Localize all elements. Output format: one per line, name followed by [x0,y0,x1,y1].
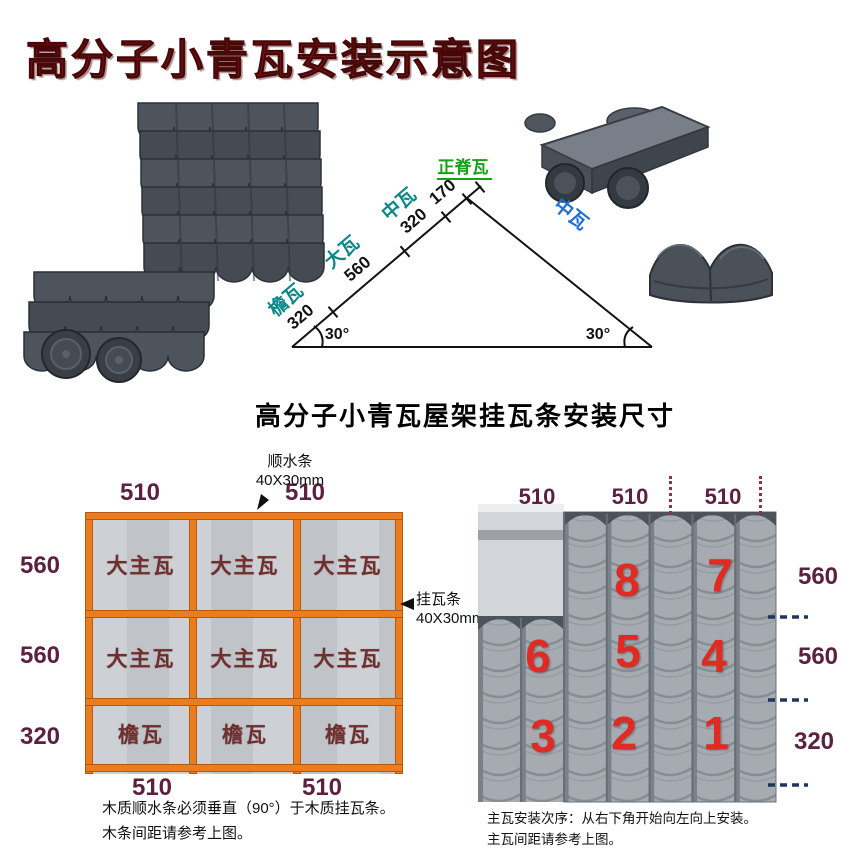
photo-dim-top: 510 [611,484,649,509]
cell-label: 大主瓦 [106,648,176,671]
photo-dim-right: 320 [793,728,835,755]
batten-grid-diagram: 大主瓦 大主瓦 大主瓦 大主瓦 大主瓦 大主瓦 檐瓦 檐瓦 檐瓦 [85,512,403,774]
page-title: 高分子小青瓦安装示意图 [25,36,522,84]
angle-label: 30° [586,326,610,343]
tile-photo [478,504,808,803]
arrow-down-left-icon [257,494,269,510]
ridge-tile-label: 正脊瓦 [438,157,489,177]
annotation-size: 40X30mm [416,610,485,627]
cell-label: 大主瓦 [313,555,383,578]
vertical-batten [189,512,197,774]
annotation-label: 顺水条 [267,453,313,470]
horizontal-batten [85,764,403,772]
eave-tile-image [23,271,215,383]
photo-dim-right: 560 [797,643,839,670]
cell-label: 大主瓦 [210,648,280,671]
photo-dim-top: 510 [704,484,742,509]
tile-mat-image [137,102,325,283]
order-number: 1 [703,707,729,759]
annotation-size: 40X30mm [255,472,325,489]
double-tile-image [649,243,773,304]
installation-diagram: 320 560 320 170 檐瓦 大瓦 中瓦 中瓦 正脊瓦 30° 30° [23,102,773,383]
order-number: 5 [615,625,641,677]
grid-dim-bottom: 510 [131,774,173,801]
grid-dim-bottom: 510 [301,774,343,801]
order-number: 4 [701,630,727,682]
order-number: 6 [525,630,551,682]
order-number: 7 [707,549,733,601]
dim-label: 170 [425,175,459,208]
order-number: 3 [530,710,556,762]
arrow-left-icon [400,598,414,610]
grid-note-line2: 木条间距请参考上图。 [102,825,253,842]
grid-dim-left: 560 [19,552,61,579]
grid-dim-left: 560 [19,642,61,669]
ridge-tile-image [524,105,711,209]
annotation-label: 挂瓦条 [416,591,462,608]
vertical-batten [293,512,301,774]
photo-dim-top: 510 [518,484,556,509]
order-number: 8 [614,554,640,606]
grid-dim-top: 510 [119,479,161,506]
photo-note-line1: 主瓦安装次序：从右下角开始向左向上安装。 [487,811,757,826]
grid-dim-left: 320 [19,723,61,750]
cell-label: 大主瓦 [106,555,176,578]
vertical-batten [85,512,93,774]
order-number: 2 [611,707,637,759]
cell-label: 檐瓦 [222,724,268,747]
grid-note-line1: 木质顺水条必须垂直（90°）于木质挂瓦条。 [102,800,395,817]
section-subtitle: 高分子小青瓦屋架挂瓦条安装尺寸 [254,401,675,431]
cell-label: 檐瓦 [325,724,371,747]
vertical-batten [395,512,403,774]
cell-label: 檐瓦 [118,724,164,747]
horizontal-batten [85,512,403,520]
horizontal-batten [85,698,403,706]
counter-batten-annotation: 顺水条 40X30mm [238,452,342,490]
photo-dim-right: 560 [797,563,839,590]
grid-dim-top: 510 [284,479,326,506]
cell-label: 大主瓦 [210,555,280,578]
horizontal-batten [85,610,403,618]
tile-batten-annotation: 挂瓦条 40X30mm [416,590,484,628]
dotted-guide [669,476,672,514]
cell-label: 大主瓦 [313,648,383,671]
spacing-dash-lines [768,615,808,787]
angle-label: 30° [325,326,349,343]
dotted-guide [759,476,762,514]
photo-note-line2: 主瓦间距请参考上图。 [487,832,622,847]
